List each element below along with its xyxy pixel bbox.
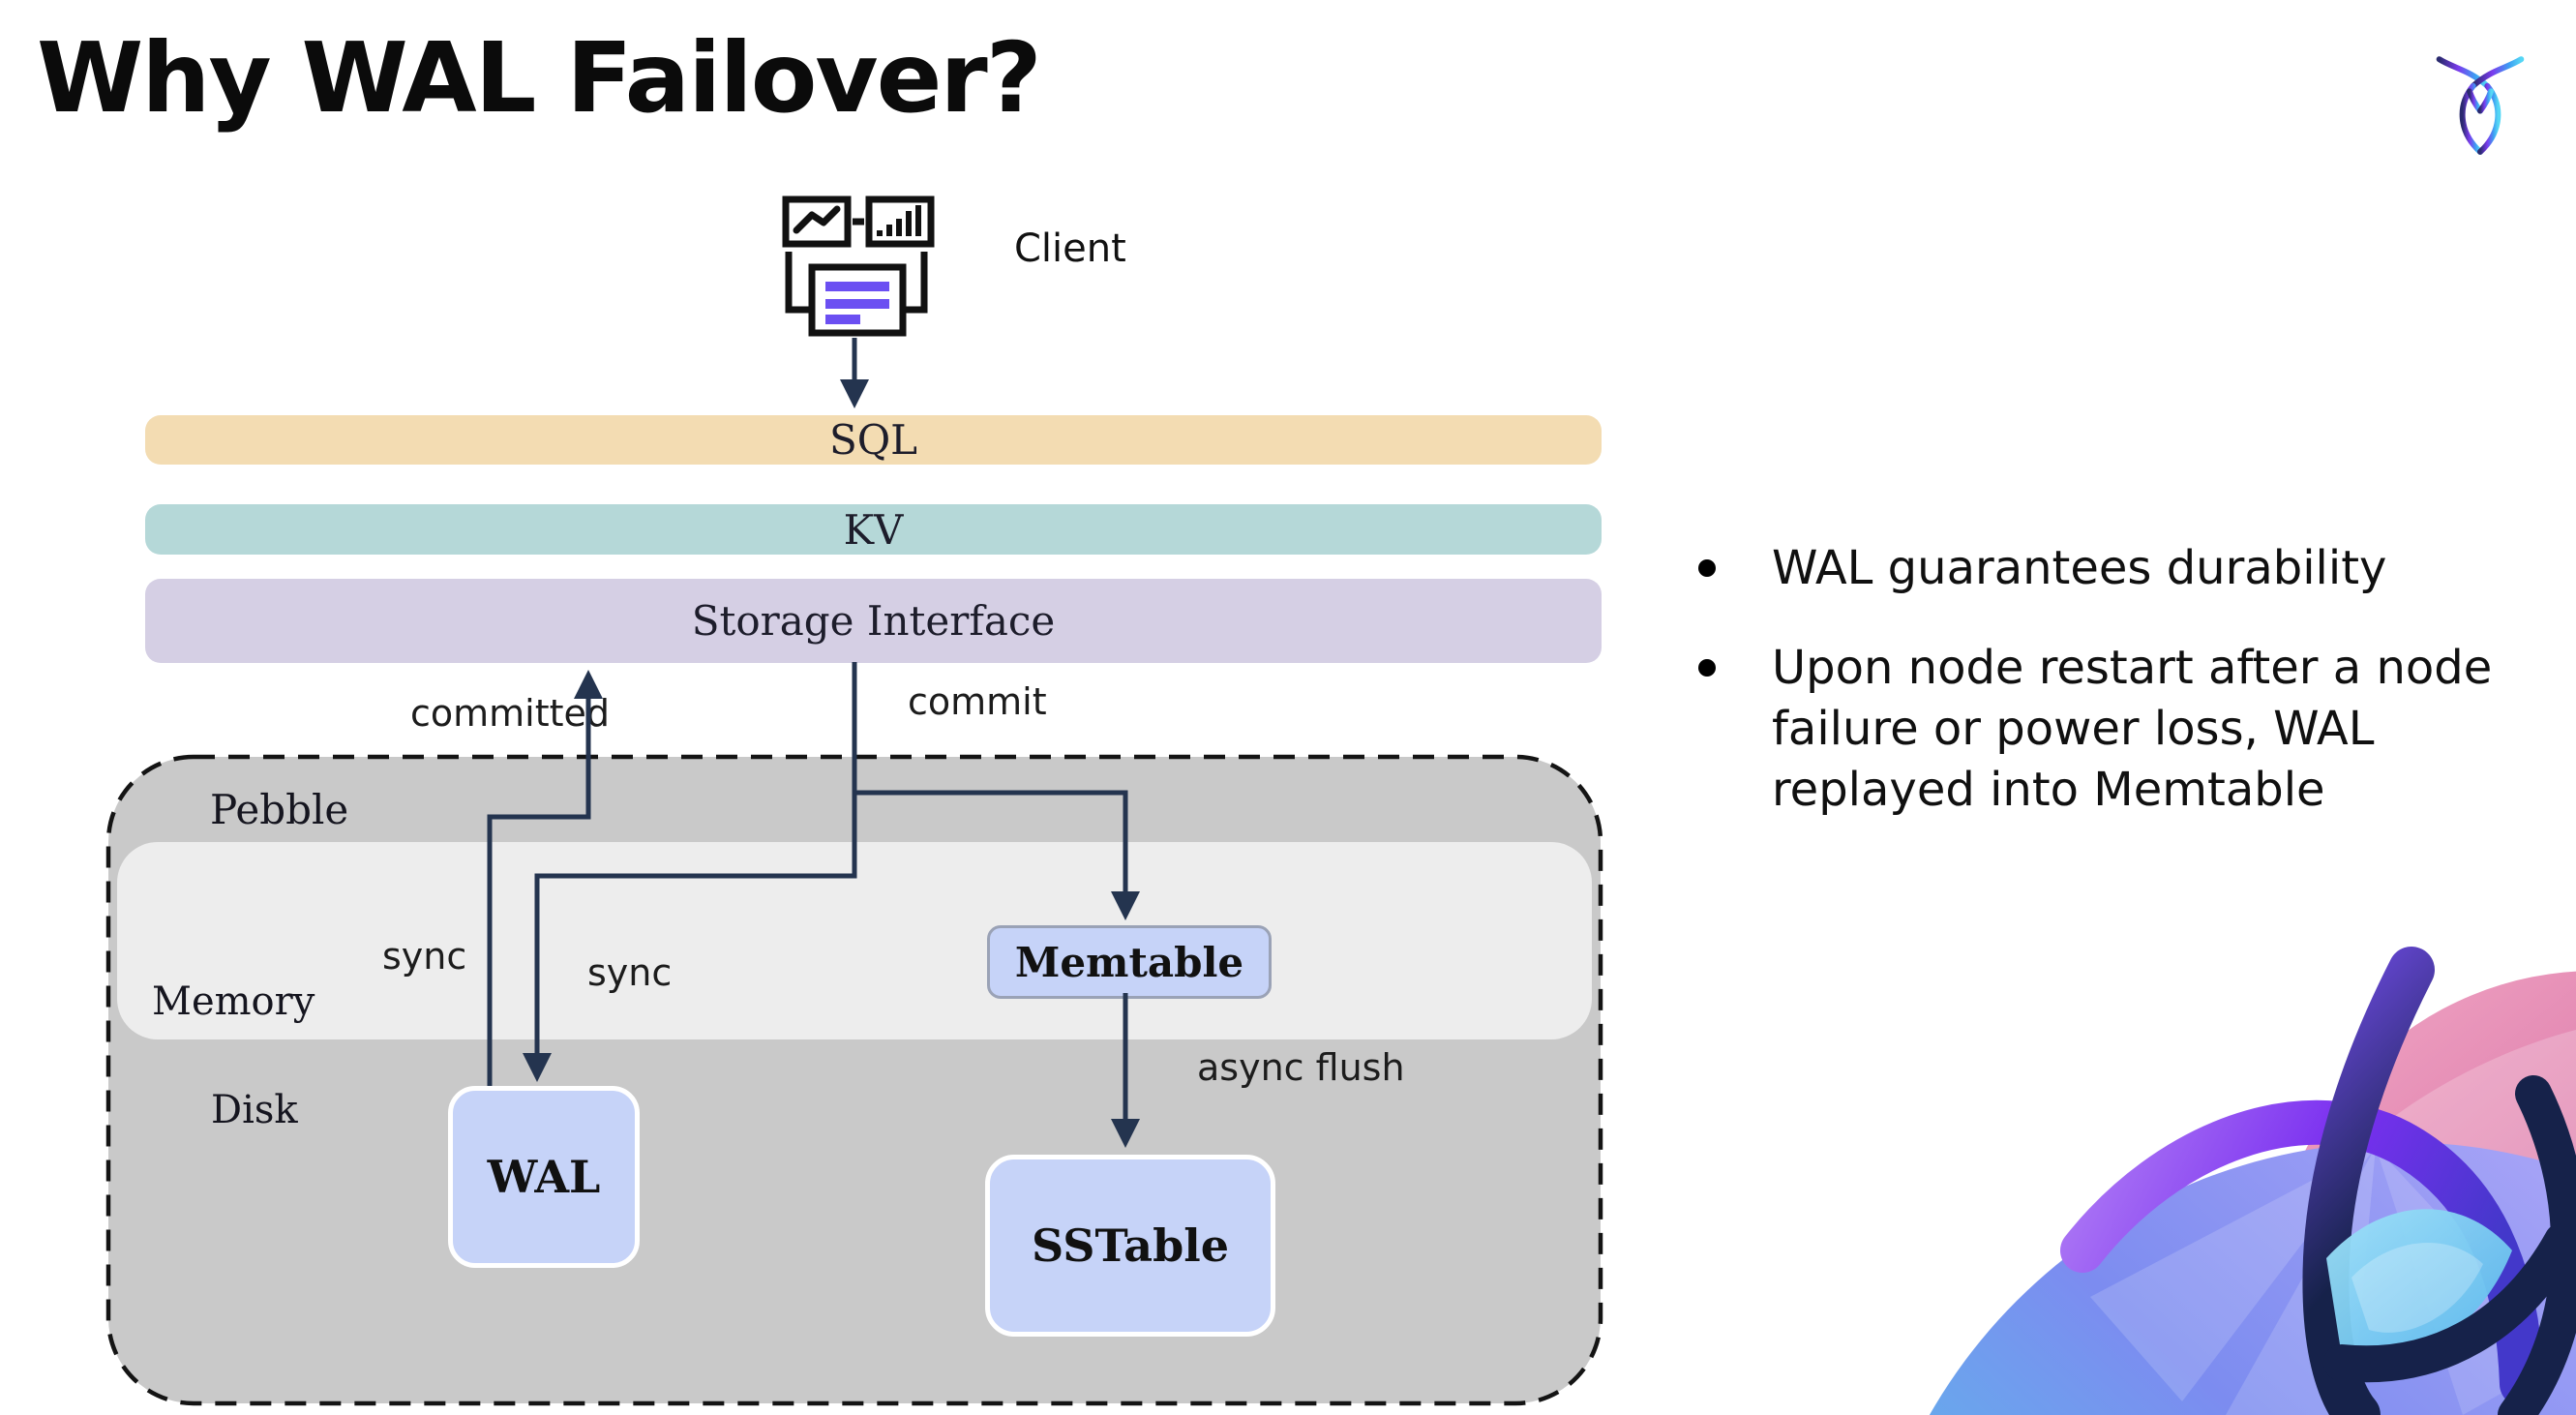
layer-kv-label: KV: [843, 505, 904, 554]
layer-sql: SQL: [145, 415, 1602, 465]
memtable-label: Memtable: [1014, 938, 1244, 986]
list-item: WAL guarantees durability: [1698, 538, 2569, 599]
sstable-label: SSTable: [1032, 1219, 1229, 1272]
layer-kv: KV: [145, 504, 1602, 555]
list-item: Upon node restart after a node failure o…: [1698, 638, 2569, 821]
edge-label-commit: commit: [908, 680, 1047, 723]
wal-label: WAL: [487, 1151, 601, 1203]
edge-label-sync-right: sync: [587, 951, 673, 994]
pebble-label: Pebble: [210, 786, 349, 833]
memory-band: [117, 842, 1592, 1039]
sstable-box: SSTable: [985, 1155, 1275, 1337]
layer-storage-interface-label: Storage Interface: [691, 597, 1056, 645]
memory-label: Memory: [152, 979, 315, 1024]
bullet-text: Upon node restart after a node failure o…: [1772, 641, 2493, 817]
client-icon: [782, 196, 935, 337]
edge-label-committed: committed: [410, 692, 611, 735]
wal-box: WAL: [448, 1086, 640, 1268]
bullet-dot-icon: [1698, 659, 1716, 677]
disk-label: Disk: [211, 1088, 298, 1132]
bullet-text: WAL guarantees durability: [1772, 541, 2387, 595]
memtable-box: Memtable: [987, 925, 1272, 999]
edge-label-sync-left: sync: [382, 935, 467, 978]
page-title: Why WAL Failover?: [37, 21, 1042, 135]
cockroachdb-logo-icon: [2436, 56, 2525, 155]
edge-label-async-flush: async flush: [1197, 1046, 1405, 1089]
client-label: Client: [1014, 226, 1126, 271]
bullet-list: WAL guarantees durability Upon node rest…: [1698, 530, 2569, 859]
layer-storage-interface: Storage Interface: [145, 579, 1602, 663]
layer-sql-label: SQL: [828, 416, 918, 464]
bullet-dot-icon: [1698, 559, 1716, 577]
